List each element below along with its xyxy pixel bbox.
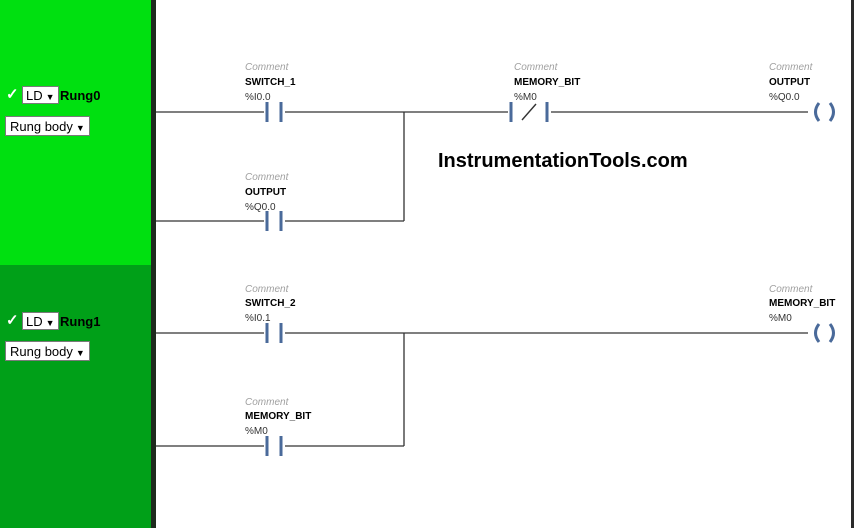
contact-comment: Comment bbox=[245, 172, 289, 183]
contact-address: %M0 bbox=[245, 426, 268, 437]
caret-down-icon: ▼ bbox=[45, 318, 55, 328]
coil-icon[interactable] bbox=[814, 323, 835, 343]
check-icon: ✓ bbox=[6, 86, 19, 103]
rung0-section-select[interactable]: Rung body▼ bbox=[5, 116, 90, 136]
no-contact-icon[interactable] bbox=[265, 436, 283, 456]
contact-comment: Comment bbox=[514, 62, 558, 73]
coil-comment: Comment bbox=[769, 62, 813, 73]
coil-variable[interactable]: MEMORY_BIT bbox=[769, 298, 836, 309]
rung0-language-value: LD bbox=[26, 88, 43, 103]
contact-address: %I0.0 bbox=[245, 92, 271, 103]
rung0-wires bbox=[156, 111, 808, 222]
contact-variable[interactable]: SWITCH_1 bbox=[245, 77, 296, 88]
rung1-name: Rung1 bbox=[60, 314, 101, 329]
coil-address: %Q0.0 bbox=[769, 92, 800, 103]
no-contact-icon[interactable] bbox=[265, 102, 283, 122]
rung1-language-select[interactable]: LD▼ bbox=[22, 312, 59, 330]
rung1-section-select[interactable]: Rung body▼ bbox=[5, 341, 90, 361]
no-contact-icon[interactable] bbox=[265, 211, 283, 231]
rung0-name: Rung0 bbox=[60, 88, 101, 103]
editor-divider bbox=[151, 0, 156, 528]
nc-contact-icon[interactable] bbox=[509, 102, 549, 122]
caret-down-icon: ▼ bbox=[75, 348, 85, 358]
contact-variable[interactable]: MEMORY_BIT bbox=[245, 411, 312, 422]
contact-address: %M0 bbox=[514, 92, 537, 103]
no-contact-icon[interactable] bbox=[265, 323, 283, 343]
rung1-language-value: LD bbox=[26, 314, 43, 329]
check-icon: ✓ bbox=[6, 312, 19, 329]
rung1-header-panel[interactable] bbox=[0, 265, 151, 528]
contact-variable[interactable]: MEMORY_BIT bbox=[514, 77, 581, 88]
coil-icon[interactable] bbox=[814, 102, 835, 122]
rung0-section-value: Rung body bbox=[10, 119, 73, 134]
coil-comment: Comment bbox=[769, 284, 813, 295]
contact-comment: Comment bbox=[245, 397, 289, 408]
watermark-text: InstrumentationTools.com bbox=[438, 150, 688, 172]
coil-address: %M0 bbox=[769, 313, 792, 324]
contact-address: %I0.1 bbox=[245, 313, 271, 324]
contact-variable[interactable]: OUTPUT bbox=[245, 187, 287, 198]
editor-right-border bbox=[851, 0, 854, 528]
rung0-language-select[interactable]: LD▼ bbox=[22, 86, 59, 104]
rung1-section-value: Rung body bbox=[10, 344, 73, 359]
contact-comment: Comment bbox=[245, 284, 289, 295]
rung1-wires bbox=[156, 332, 808, 447]
contact-address: %Q0.0 bbox=[245, 202, 276, 213]
coil-variable[interactable]: OUTPUT bbox=[769, 77, 811, 88]
caret-down-icon: ▼ bbox=[75, 123, 85, 133]
contact-comment: Comment bbox=[245, 62, 289, 73]
caret-down-icon: ▼ bbox=[45, 92, 55, 102]
contact-variable[interactable]: SWITCH_2 bbox=[245, 298, 296, 309]
